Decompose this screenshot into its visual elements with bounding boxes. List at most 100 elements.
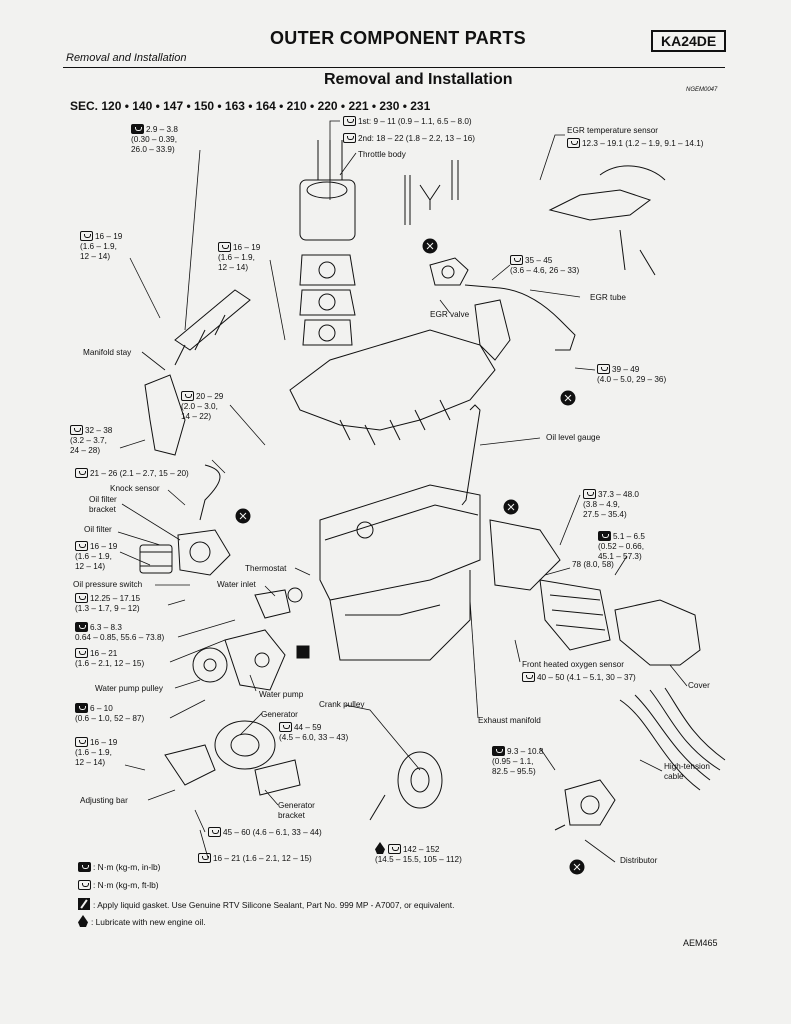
throttle-body-drawing	[299, 140, 459, 346]
oil-filter-drawing	[139, 529, 231, 576]
label-torque-44-59: 44 – 59 (4.5 – 6.0, 33 – 43)	[279, 722, 349, 742]
label-cover: Cover	[688, 681, 710, 690]
label-manifold-stay: Manifold stay	[83, 348, 132, 357]
leader-lines	[117, 120, 688, 863]
torque-icon	[343, 116, 356, 126]
diagram-subtitle: Removal and Installation	[324, 71, 513, 88]
figure-code: NGEM0047	[686, 87, 718, 93]
generator-drawing	[164, 720, 301, 796]
torque-icon	[522, 672, 535, 682]
header-divider	[63, 67, 725, 68]
label-exhaust-manifold: Exhaust manifold	[478, 716, 541, 725]
legend-lubricate: : Lubricate with new engine oil.	[78, 915, 206, 927]
lubricate-icon	[375, 842, 385, 854]
crank-pulley-drawing	[369, 751, 443, 821]
label-torque-6-3: 6.3 – 8.3 0.64 – 0.85, 55.6 – 73.8)	[75, 622, 165, 642]
label-left-16-19-c: 16 – 19 (1.6 – 1.9, 12 – 14)	[75, 737, 118, 767]
torque-icon	[279, 722, 292, 732]
torque-icon	[510, 255, 523, 265]
liquid-gasket-icon	[78, 898, 90, 910]
label-mid-16-19: 16 – 19 (1.6 – 1.9, 12 – 14)	[218, 242, 261, 272]
label-torque-16-21-a: 16 – 21 (1.6 – 2.1, 12 – 15)	[75, 648, 145, 668]
torque-icon	[75, 648, 88, 658]
label-egr-temp-torque: 12.3 – 19.1 (1.2 – 1.9, 9.1 – 14.1)	[567, 138, 704, 149]
label-throttle-body: Throttle body	[358, 150, 406, 159]
oil-level-gauge-drawing	[461, 404, 481, 506]
label-torque-12-25: 12.25 – 17.15 (1.3 – 1.7, 9 – 12)	[75, 593, 141, 613]
torque-icon	[70, 425, 83, 435]
torque-icon-inlb	[75, 703, 88, 713]
knock-sensor-hose-drawing	[199, 464, 221, 521]
label-torque-142-152: 142 – 152 (14.5 – 15.5, 105 – 112)	[375, 842, 462, 865]
egr-sensor-harness-drawing	[548, 165, 666, 276]
label-torque-21-26: 21 – 26 (2.1 – 2.7, 15 – 20)	[75, 468, 189, 479]
label-distributor: Distributor	[620, 856, 658, 865]
label-torque-9-3: 9.3 – 10.8 (0.95 – 1.1, 82.5 – 95.5)	[492, 746, 544, 776]
torque-icon	[75, 737, 88, 747]
torque-icon	[388, 844, 401, 854]
torque-icon	[567, 138, 580, 148]
label-water-pump-pulley: Water pump pulley	[95, 684, 163, 693]
label-top-left-torque: 2.9 – 3.8 (0.30 – 0.39, 26.0 – 33.9)	[131, 124, 178, 154]
torque-icon	[597, 364, 610, 374]
label-torque-5-6: 5.1 – 6.5 (0.52 – 0.66, 45.1 – 57.3)	[598, 531, 645, 561]
label-adjusting-bar: Adjusting bar	[80, 796, 128, 805]
label-torque-78: 78 (8.0, 58)	[572, 560, 614, 569]
label-torque-16-21-b: 16 – 21 (1.6 – 2.1, 12 – 15)	[198, 853, 312, 864]
torque-icon	[208, 827, 221, 837]
label-water-pump: Water pump	[259, 690, 304, 699]
torque-icon	[75, 468, 88, 478]
liquid-gasket-marker	[296, 645, 310, 659]
torque-icon	[218, 242, 231, 252]
label-torque-37-48: 37.3 – 48.0 (3.8 – 4.9, 27.5 – 35.4)	[583, 489, 639, 519]
torque-icon-inlb	[75, 622, 88, 632]
exhaust-manifold-drawing	[489, 519, 611, 651]
label-crank-pulley: Crank pulley	[319, 700, 365, 709]
label-water-inlet: Water inlet	[217, 580, 256, 589]
label-left-16-19-b: 16 – 19 (1.6 – 1.9, 12 – 14)	[75, 541, 118, 571]
torque-icon	[583, 489, 596, 499]
label-torque-32-38: 32 – 38 (3.2 – 3.7, 24 – 28)	[70, 425, 113, 455]
label-front-o2-sensor: Front heated oxygen sensor	[522, 660, 624, 669]
torque-icon-inlb	[492, 746, 505, 756]
section-label: Removal and Installation	[66, 52, 187, 64]
label-generator: Generator	[261, 710, 298, 719]
label-oil-filter-bracket: Oil filter bracket	[89, 495, 117, 514]
label-throttle-torque-2: 2nd: 18 – 22 (1.8 – 2.2, 13 – 16)	[343, 133, 475, 144]
label-left-16-19-a: 16 – 19 (1.6 – 1.9, 12 – 14)	[80, 231, 123, 261]
page-title: OUTER COMPONENT PARTS	[270, 28, 526, 48]
label-oil-filter: Oil filter	[84, 525, 112, 534]
label-torque-20-29: 20 – 29 (2.0 – 3.0, 14 – 22)	[181, 391, 224, 421]
label-thermostat: Thermostat	[245, 564, 287, 573]
document-code: AEM465	[683, 938, 718, 948]
label-knock-sensor: Knock sensor	[110, 484, 160, 493]
label-egr-temp-sensor: EGR temperature sensor	[567, 126, 659, 135]
label-torque-6-10: 6 – 10 (0.6 – 1.0, 52 – 87)	[75, 703, 145, 723]
label-torque-45-60: 45 – 60 (4.6 – 6.1, 33 – 44)	[208, 827, 322, 838]
label-egr-tube-torque: 39 – 49 (4.0 – 5.0, 29 – 36)	[597, 364, 667, 384]
torque-icon	[78, 880, 91, 890]
label-throttle-torque-1: 1st: 9 – 11 (0.9 – 1.1, 6.5 – 8.0)	[343, 116, 472, 127]
torque-icon	[181, 391, 194, 401]
label-oil-level-gauge: Oil level gauge	[546, 433, 601, 442]
engine-block-drawing	[319, 484, 481, 661]
torque-icon-inlb	[78, 862, 91, 872]
fuel-rail-drawing	[174, 289, 251, 366]
legend-nm-ftlb: : N·m (kg-m, ft-lb)	[78, 880, 159, 890]
egr-valve-drawing	[429, 257, 576, 351]
label-front-o2-torque: 40 – 50 (4.1 – 5.1, 30 – 37)	[522, 672, 636, 683]
label-egr-valve-torque: 35 – 45 (3.6 – 4.6, 26 – 33)	[510, 255, 580, 275]
manifold-stay-drawing	[144, 374, 186, 456]
legend-liquid-gasket: : Apply liquid gasket. Use Genuine RTV S…	[78, 898, 454, 910]
torque-icon-inlb	[598, 531, 611, 541]
label-egr-valve: EGR valve	[430, 310, 470, 319]
torque-icon	[198, 853, 211, 863]
intake-manifold-drawing	[289, 299, 511, 446]
label-oil-pressure-switch: Oil pressure switch	[73, 580, 143, 589]
engine-code-badge: KA24DE	[651, 30, 727, 52]
label-egr-tube: EGR tube	[590, 293, 626, 302]
section-numbers: SEC. 120 • 140 • 147 • 150 • 163 • 164 •…	[70, 99, 431, 113]
label-generator-bracket: Generator bracket	[278, 801, 315, 820]
lubricate-icon	[78, 915, 88, 927]
